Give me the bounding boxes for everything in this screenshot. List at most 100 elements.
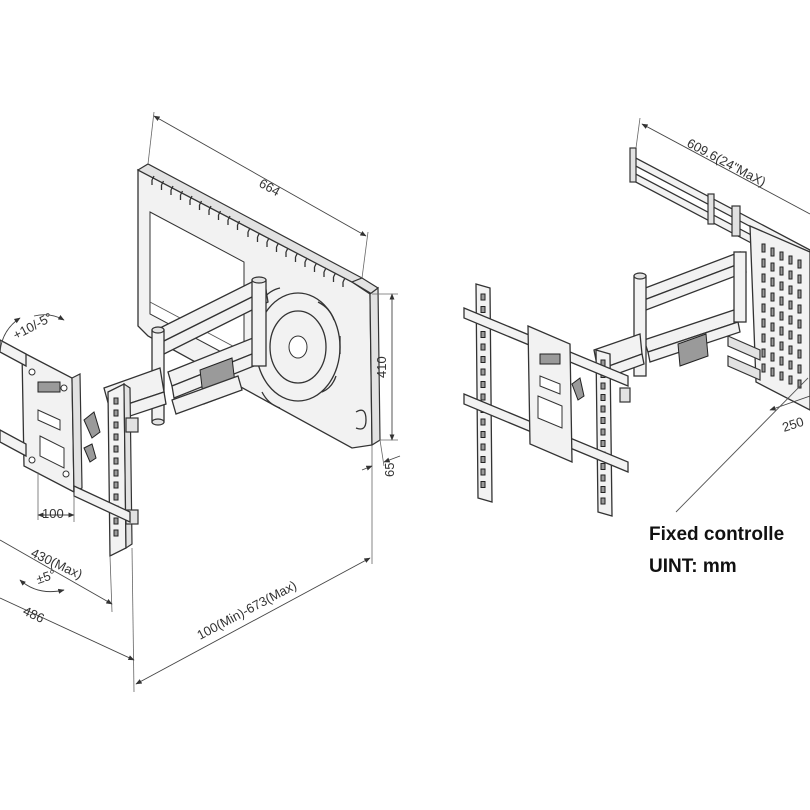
plate-hole [779,311,784,321]
rail-hole [113,493,119,501]
rail-hole [600,440,606,447]
dim-65: 65 [382,463,397,477]
rail-hole [480,468,486,476]
plate-hole [797,379,802,389]
rail-hole [480,481,486,488]
rail-hole [480,381,486,388]
rail-hole [600,486,606,493]
rail-hole [480,418,486,426]
rail-hole [600,474,606,482]
plate-hole [797,304,802,314]
plate-hole [770,292,775,302]
rail-hole [480,393,486,401]
plate-hole [779,266,784,276]
plate-hole [761,333,766,343]
rail-hole [480,443,486,451]
dimension-lines-left [0,111,401,693]
rail-hole [113,529,119,537]
plate-hole [770,352,775,362]
right-tv-bracket [463,283,629,517]
rail-hole [480,431,486,438]
dim-swivel: ±5° [34,567,57,587]
slot [304,257,308,267]
plate-hole [797,364,802,374]
left-view-extended-mount: 664 410 65 100 430(Max) 486 100(Min)-673… [0,111,401,693]
rail-hole [113,469,119,477]
rail-hole [600,463,606,470]
plate-hole [788,270,793,280]
plate-hole [761,243,766,253]
slot [313,262,318,272]
plate-hole [761,348,766,358]
rail-hole [480,343,486,351]
plate-hole [779,281,784,291]
dim-664: 664 [257,176,283,200]
rail-hole [113,445,119,453]
unit-note: UINT: mm [649,556,737,577]
dim-250: 250 [780,414,805,435]
rail-hole [480,368,486,376]
plate-hole [761,258,766,268]
plate-hole [788,360,793,370]
plate-hole [779,326,784,336]
plate-hole [788,285,793,295]
plate-hole [770,247,775,257]
plate-hole [779,356,784,366]
plate-hole [770,337,775,347]
plate-hole [788,345,793,355]
rail-hole [600,394,606,401]
plate-hole [761,318,766,328]
dim-486: 486 [21,603,47,626]
right-articulating-arm [593,251,747,403]
slot [323,267,327,277]
rail-hole [480,306,486,313]
plate-hole [788,315,793,325]
rail-hole [113,421,119,429]
plate-hole [797,274,802,284]
slot [266,237,270,247]
dim-rail-spacing: 609.6(24"MaX) [685,135,769,189]
plate-hole [770,277,775,287]
plate-hole [797,319,802,329]
plate-hole [761,273,766,283]
rail-hole [480,356,486,363]
plate-hole [779,296,784,306]
rail-hole [600,497,606,505]
tv-rail [83,382,139,558]
rail-hole [113,481,119,489]
right-view-mount: 609.6(24"MaX) 250 [463,117,810,517]
plate-hole [797,259,802,269]
right-wall-plate [727,224,810,411]
plate-hole [770,322,775,332]
plate-hole [797,334,802,344]
rail-hole [113,457,119,465]
slot [294,252,299,262]
tv-plate [0,339,131,524]
rail-hole [113,517,119,525]
right-wall-plate-holes [761,243,802,389]
dim-extension-range: 100(Min)-673(Max) [194,578,299,643]
slot [275,242,280,252]
dimension-lines-right [635,117,810,513]
plate-hole [761,363,766,373]
rail-hole [113,409,119,417]
plate-hole [797,349,802,359]
rail-hole [480,331,486,338]
plate-hole [779,371,784,381]
plate-hole [761,288,766,298]
slot [285,247,289,257]
plate-hole [788,330,793,340]
plate-hole [770,367,775,377]
rail-hole [113,433,119,441]
plate-hole [797,289,802,299]
plate-hole [770,307,775,317]
plate-hole [788,255,793,265]
rail-hole [480,456,486,463]
rail-hole [600,405,606,413]
rail-hole [600,428,606,436]
plate-hole [761,303,766,313]
fixed-controller-note: Fixed controlle [649,524,785,545]
rail-hole [480,293,486,301]
plate-hole [788,375,793,385]
